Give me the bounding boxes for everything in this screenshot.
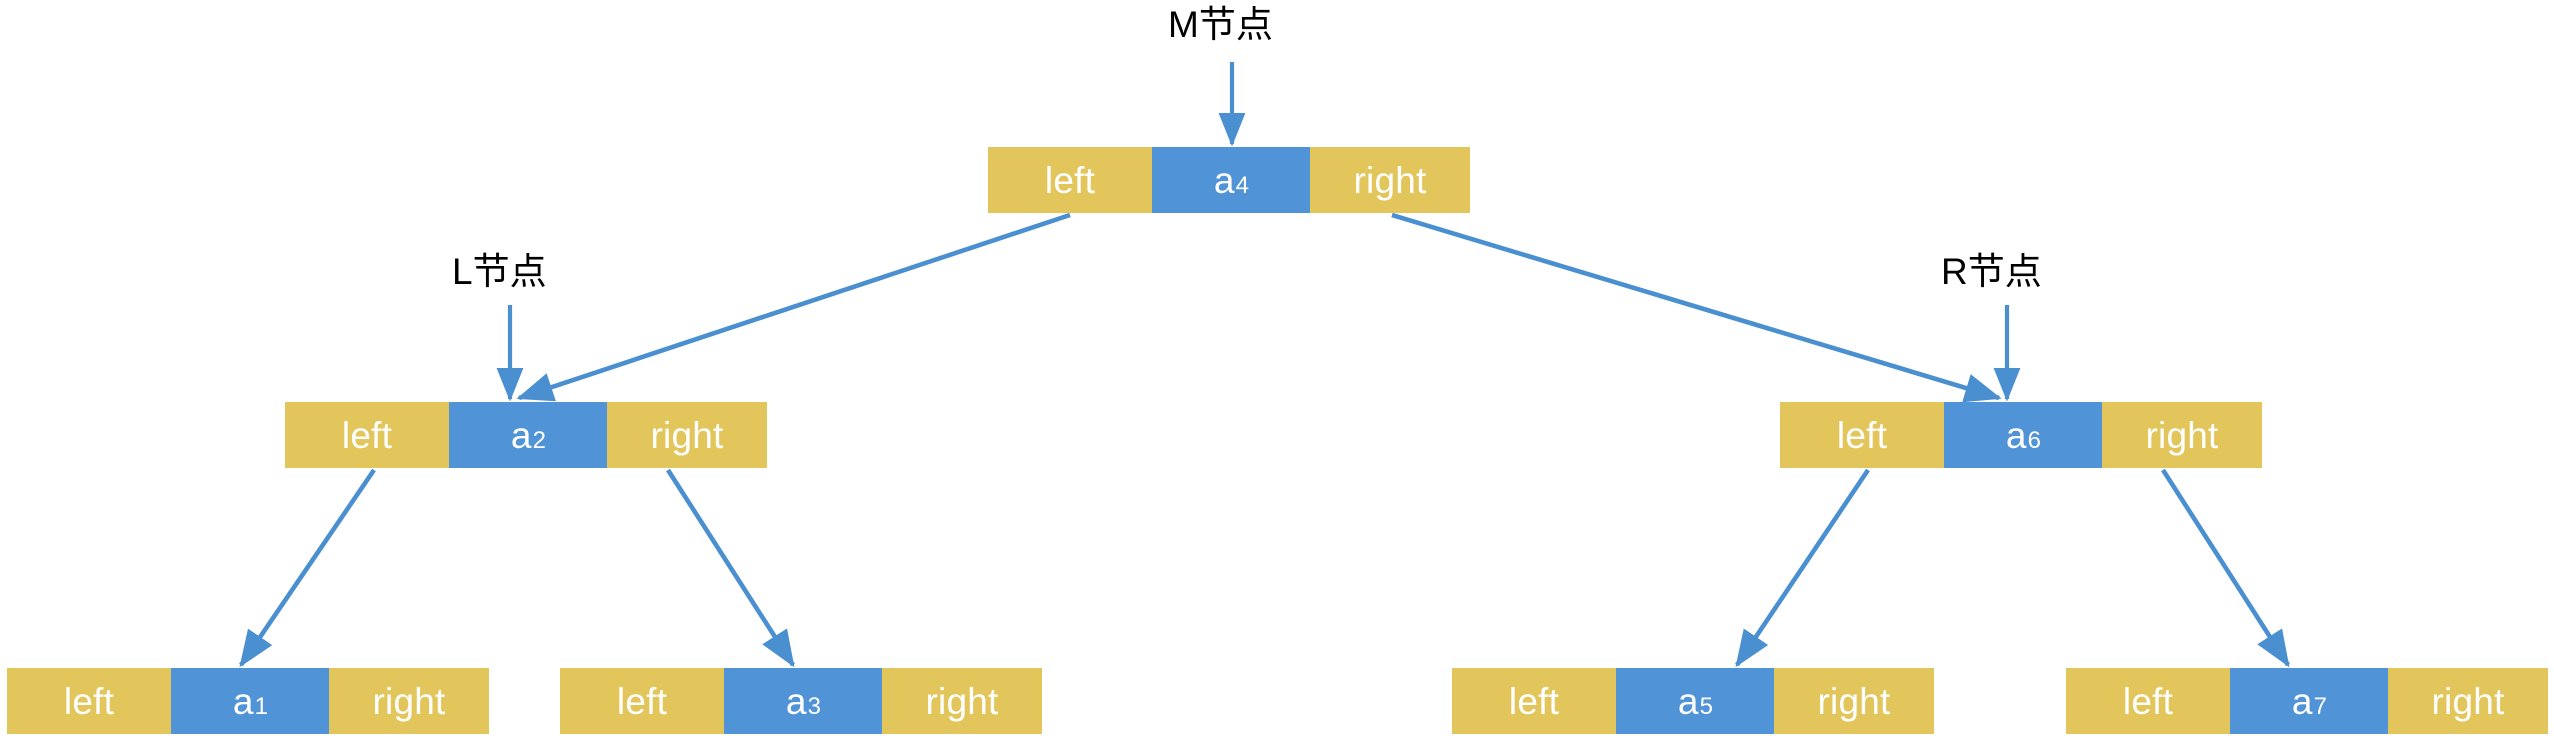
node-right-pointer-label: right [2145, 414, 2219, 456]
node-right-pointer-label: right [372, 680, 446, 722]
edge-root-left-to-a2 [516, 212, 1071, 402]
node-key-subscript: 7 [2313, 693, 2328, 720]
node-left-pointer-cell[interactable]: left [285, 402, 449, 468]
node-key-subscript: 3 [807, 693, 822, 720]
node-left-pointer-cell[interactable]: left [1452, 668, 1616, 734]
edge-a2-left-to-a1 [239, 468, 376, 668]
node-right-pointer-cell[interactable]: right [1774, 668, 1934, 734]
node-key-subscript: 4 [1235, 172, 1250, 199]
node-key-base: a [232, 680, 254, 722]
node-left-pointer-label: left [1508, 680, 1560, 722]
node-left-pointer-label: left [616, 680, 668, 722]
node-left-pointer-cell[interactable]: left [7, 668, 171, 734]
node-right-pointer-cell[interactable]: right [607, 402, 767, 468]
node-right-pointer-label: right [2431, 680, 2505, 722]
node-left-pointer-label: left [1044, 159, 1096, 201]
node-key-subscript: 2 [532, 427, 547, 454]
node-key-subscript: 6 [2027, 427, 2042, 454]
node-right-pointer-cell[interactable]: right [882, 668, 1042, 734]
node-right-pointer-cell[interactable]: right [2102, 402, 2262, 468]
node-right-pointer-cell[interactable]: right [329, 668, 489, 734]
node-key-base: a [785, 680, 807, 722]
node-left-pointer-label: left [2122, 680, 2174, 722]
callout-label-m-node: M节点 [1168, 4, 1273, 45]
node-key-base: a [1213, 159, 1235, 201]
node-right-pointer-cell[interactable]: right [1310, 147, 1470, 213]
node-key-subscript: 1 [254, 693, 269, 720]
edge-a6-right-to-a7 [2161, 468, 2290, 668]
node-right-pointer-cell[interactable]: right [2388, 668, 2548, 734]
edge-a6-left-to-a5 [1735, 468, 1870, 668]
node-left-pointer-label: left [63, 680, 115, 722]
node-left-pointer-cell[interactable]: left [560, 668, 724, 734]
callout-label-r-node: R节点 [1941, 251, 2042, 292]
node-left-pointer-cell[interactable]: left [988, 147, 1152, 213]
node-key-base: a [510, 414, 532, 456]
node-right-pointer-label: right [1353, 159, 1427, 201]
node-key-subscript: 5 [1699, 693, 1714, 720]
node-left-pointer-cell[interactable]: left [1780, 402, 1944, 468]
edge-root-right-to-a6 [1391, 212, 2002, 403]
node-left-pointer-cell[interactable]: left [2066, 668, 2230, 734]
node-right-pointer-label: right [925, 680, 999, 722]
edge-a2-right-to-a3 [666, 468, 795, 668]
node-key-base: a [2005, 414, 2027, 456]
node-key-base: a [1677, 680, 1699, 722]
node-right-pointer-label: right [1817, 680, 1891, 722]
callout-label-l-node: L节点 [452, 251, 547, 292]
node-left-pointer-label: left [1836, 414, 1888, 456]
node-left-pointer-label: left [341, 414, 393, 456]
node-right-pointer-label: right [650, 414, 724, 456]
node-key-base: a [2291, 680, 2313, 722]
